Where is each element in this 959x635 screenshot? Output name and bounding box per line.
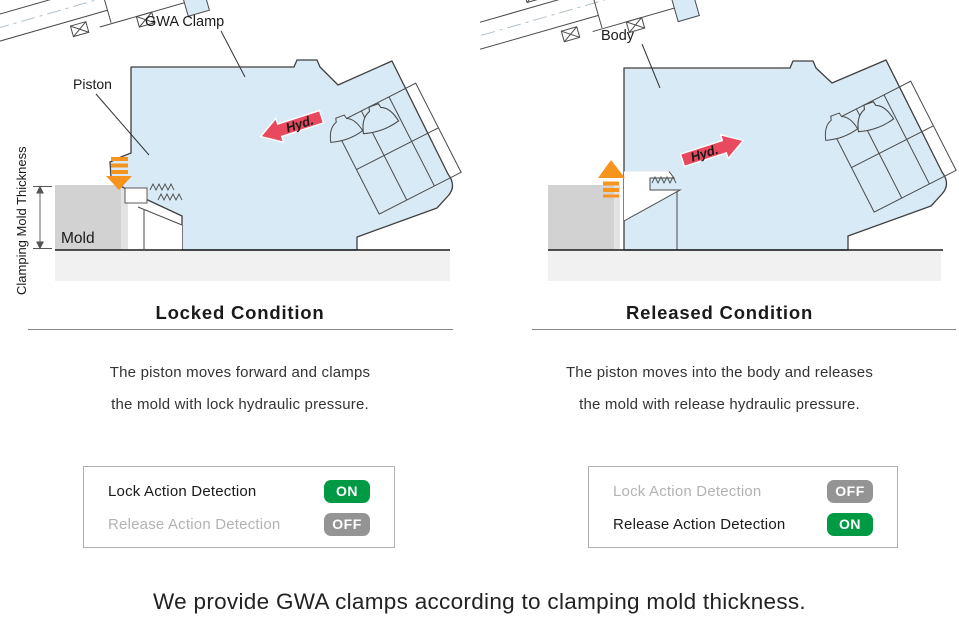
locked-description-line2: the mold with lock hydraulic pressure. bbox=[111, 396, 369, 413]
status-badge-on: ON bbox=[827, 513, 873, 536]
gwa-clamp-label: GWA Clamp bbox=[145, 14, 224, 30]
mold-label: Mold bbox=[61, 230, 95, 247]
seal-hatch-boxes-right bbox=[523, 0, 646, 43]
release-direction-up-arrow bbox=[598, 160, 625, 198]
detection-box-locked: Lock Action Detection ON Release Action … bbox=[83, 466, 395, 548]
status-badge-on: ON bbox=[324, 480, 370, 503]
spring-washer-domes-right bbox=[824, 101, 895, 141]
body-leader bbox=[641, 43, 661, 89]
release-action-detection-label: Release Action Detection bbox=[108, 516, 281, 533]
released-description-line2: the mold with release hydraulic pressure… bbox=[579, 396, 860, 413]
mold-thickness-dimension bbox=[33, 185, 52, 250]
detection-row: Release Action Detection OFF bbox=[108, 508, 370, 541]
status-badge-off: OFF bbox=[324, 513, 370, 536]
body-label: Body bbox=[601, 28, 635, 44]
lock-action-detection-label: Lock Action Detection bbox=[613, 483, 762, 500]
locked-description: The piston moves forward and clamps the … bbox=[0, 357, 480, 421]
detection-box-released: Lock Action Detection OFF Release Action… bbox=[588, 466, 898, 548]
detection-row: Release Action Detection ON bbox=[613, 508, 873, 541]
clamp-force-down-arrow bbox=[106, 157, 132, 190]
locked-condition-diagram: Hyd. GWA Clamp Piston Mold Clamping Mold… bbox=[0, 0, 462, 295]
gwa-clamp-leader bbox=[220, 30, 246, 78]
locked-description-line1: The piston moves forward and clamps bbox=[109, 364, 371, 381]
status-badge-off: OFF bbox=[827, 480, 873, 503]
spring-right bbox=[651, 175, 677, 185]
spring bbox=[149, 182, 175, 192]
mold-block bbox=[55, 185, 128, 250]
floor-left bbox=[55, 251, 450, 281]
spring-washer-domes bbox=[329, 103, 400, 143]
released-condition-diagram: Hyd. Body bbox=[480, 0, 957, 281]
piston-leader bbox=[95, 93, 150, 156]
locked-condition-title: Locked Condition bbox=[155, 302, 325, 323]
seal-hatch-boxes bbox=[69, 11, 156, 38]
piston-assembly bbox=[0, 0, 280, 48]
piston-assembly-released bbox=[480, 0, 768, 51]
floor-right bbox=[548, 251, 941, 281]
end-plate-grid bbox=[333, 82, 462, 215]
lock-action-detection-label: Lock Action Detection bbox=[108, 483, 257, 500]
piston-label: Piston bbox=[73, 76, 112, 92]
title-underline-left bbox=[28, 329, 453, 330]
detection-row: Lock Action Detection ON bbox=[108, 475, 370, 508]
bottom-caption: We provide GWA clamps according to clamp… bbox=[153, 589, 806, 614]
released-condition-title: Released Condition bbox=[625, 302, 814, 323]
release-action-detection-label: Release Action Detection bbox=[613, 516, 786, 533]
clamping-mold-thickness-label: Clamping Mold Thickness bbox=[14, 146, 29, 295]
released-description-line1: The piston moves into the body and relea… bbox=[565, 364, 874, 381]
released-description: The piston moves into the body and relea… bbox=[480, 357, 959, 421]
title-underline-right bbox=[532, 329, 956, 330]
detection-row: Lock Action Detection OFF bbox=[613, 475, 873, 508]
clamp-body-released bbox=[623, 59, 948, 251]
